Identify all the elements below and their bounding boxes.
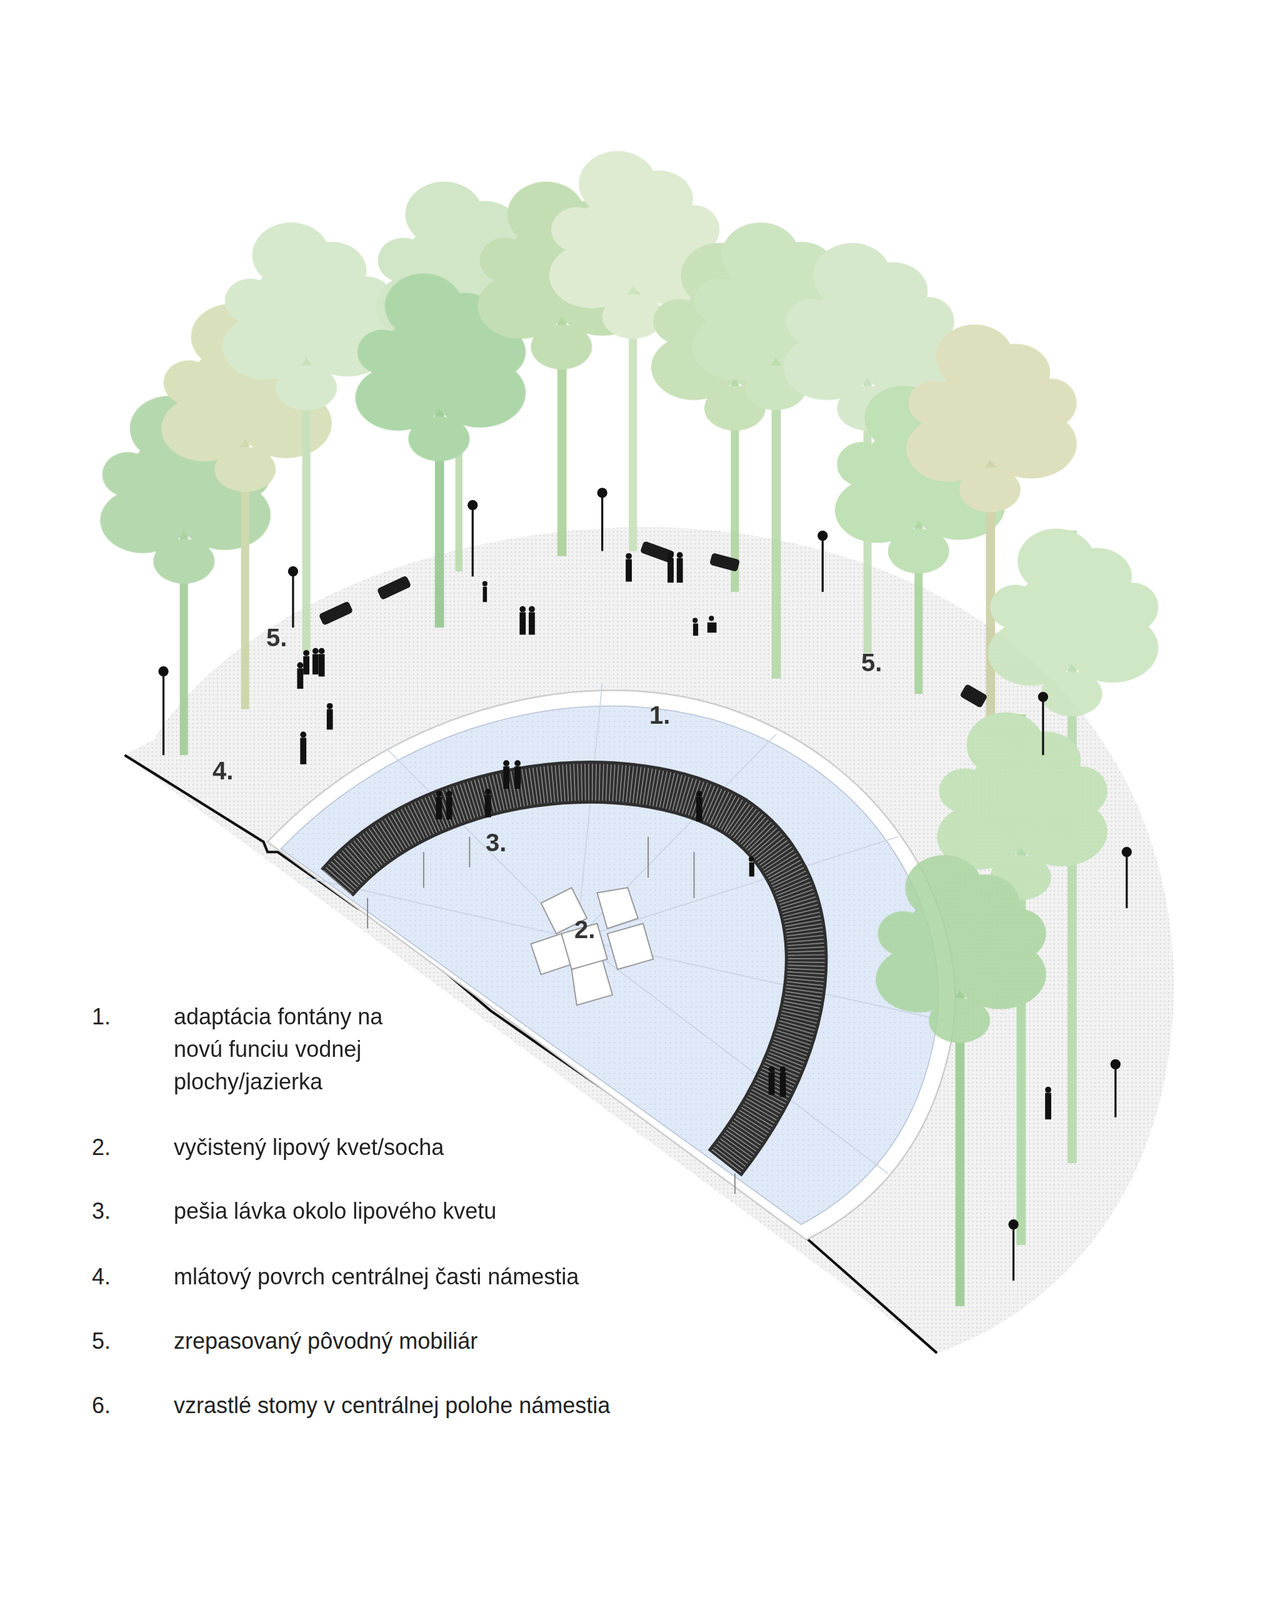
legend-text: zrepasovaný pôvodný mobiliár xyxy=(173,1325,787,1358)
legend-number: 6. xyxy=(91,1389,111,1422)
legend-number: 5. xyxy=(91,1325,111,1358)
callout-number: 5. xyxy=(861,650,882,675)
callout-number: 3. xyxy=(485,830,507,855)
legend-number: 4. xyxy=(91,1260,111,1294)
legend-number: 1. xyxy=(91,1000,111,1034)
legend-number: 3. xyxy=(91,1195,111,1228)
legend-number: 2. xyxy=(91,1131,111,1164)
callout-number: 2. xyxy=(574,916,595,942)
callout-number: 5. xyxy=(266,625,287,650)
legend-text: mlátový povrch centrálnej časti námestia xyxy=(173,1260,787,1294)
callout-number: 1. xyxy=(649,702,670,728)
legend-text: pešia lávka okolo lipového kvetu xyxy=(173,1195,787,1228)
callout-number: 4. xyxy=(212,758,234,784)
legend-text: adaptácia fontány na novú funciu vodnej … xyxy=(173,1000,429,1099)
legend-text: vyčistený lipový kvet/socha xyxy=(173,1131,787,1164)
legend-text: vzrastlé stomy v centrálnej polohe námes… xyxy=(173,1389,787,1422)
